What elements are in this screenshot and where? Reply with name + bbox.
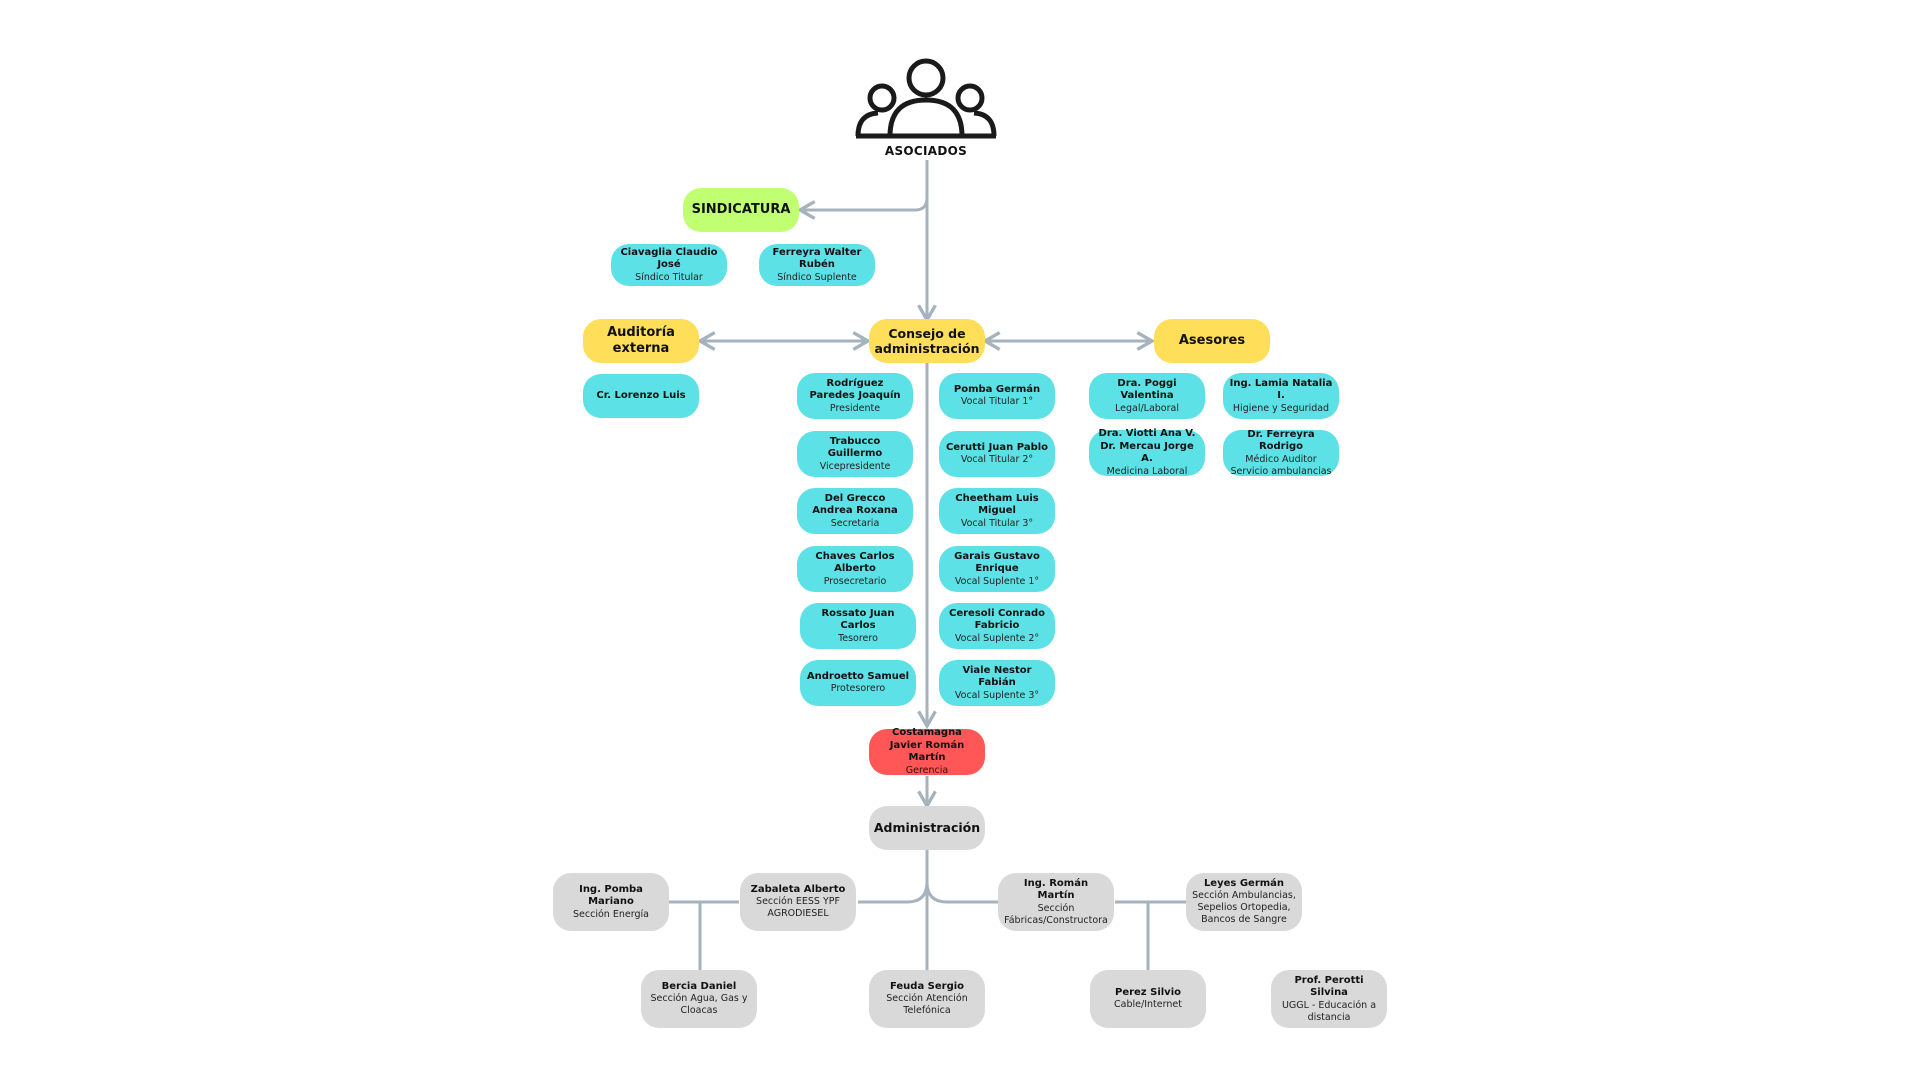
member-name: Androetto Samuel <box>806 670 910 682</box>
member-name: Feuda Sergio <box>889 980 965 992</box>
member-role: Vocal Titular 2° <box>960 454 1034 466</box>
member-name: Dra. Poggi Valentina <box>1117 377 1177 402</box>
member-role: Sección Ambulancias, Sepelios Ortopedia,… <box>1192 890 1296 926</box>
member-role: Síndico Suplente <box>777 271 857 283</box>
asesor-node[interactable]: Dra. Poggi Valentina Legal/Laboral <box>1089 373 1205 419</box>
asesor-node[interactable]: Dra. Viotti Ana V. Dr. Mercau Jorge A. M… <box>1089 428 1205 477</box>
member-name: Chaves Carlos Alberto <box>815 550 895 575</box>
member-name: Cr. Lorenzo Luis <box>596 389 686 401</box>
member-role: Médico Auditor Servicio ambulancias <box>1230 453 1332 477</box>
gerencia-node[interactable]: Costamagna Javier Román Martín Gerencia <box>869 727 985 776</box>
member-role: Vocal Suplente 3° <box>954 689 1040 701</box>
sindico-suplente-node[interactable]: Ferreyra Walter Rubén Síndico Suplente <box>759 244 875 286</box>
line-to-sindicatura <box>796 197 929 220</box>
member-name: Cheetham Luis Miguel <box>955 492 1039 517</box>
member-name: Garais Gustavo Enrique <box>954 550 1040 575</box>
member-name: Rossato Juan Carlos <box>821 607 895 632</box>
member-name: Del Grecco Andrea Roxana <box>812 492 898 517</box>
line-admin-left <box>858 881 929 904</box>
people-group-icon <box>855 58 997 139</box>
auditoria-node[interactable]: Auditoría externa <box>583 319 699 363</box>
consejo-node[interactable]: Consejo de administración <box>869 319 985 363</box>
member-name: Leyes Germán <box>1203 877 1285 889</box>
member-role: Cable/Internet <box>1114 999 1182 1011</box>
member-name: Ferreyra Walter Rubén <box>772 246 862 271</box>
member-role: Vocal Titular 1° <box>960 396 1034 408</box>
asesor-node[interactable]: Ing. Lamia Natalia I. Higiene y Segurida… <box>1223 373 1339 419</box>
member-name: Cerutti Juan Pablo <box>945 441 1049 453</box>
member-role: Vocal Suplente 1° <box>954 575 1040 587</box>
consejo-label: Consejo de administración <box>874 326 980 356</box>
asesores-node[interactable]: Asesores <box>1154 319 1270 363</box>
member-name: Perez Silvio <box>1114 986 1181 998</box>
asesores-label: Asesores <box>1178 332 1246 348</box>
auditor-node[interactable]: Cr. Lorenzo Luis <box>583 374 699 418</box>
member-name: Ceresoli Conrado Fabricio <box>948 607 1046 632</box>
member-role: Sección EESS YPF AGRODIESEL <box>756 896 840 920</box>
member-role: Protesorero <box>830 683 886 695</box>
member-name: Ciavaglia Claudio José <box>620 246 718 271</box>
member-name: Prof. Perotti Silvina <box>1294 974 1364 999</box>
member-role: Vocal Titular 3° <box>960 517 1034 529</box>
asociados-label: ASOCIADOS <box>884 144 968 158</box>
member-name: Ing. Pomba Mariano <box>579 883 643 908</box>
member-role: Vicepresidente <box>819 460 891 472</box>
member-name: Rodríguez Paredes Joaquín <box>809 377 901 402</box>
sindicatura-label: SINDICATURA <box>691 201 791 217</box>
member-name: Viale Nestor Fabián <box>962 664 1032 689</box>
member-name: Dra. Viotti Ana V. Dr. Mercau Jorge A. <box>1098 428 1196 465</box>
member-name: Trabucco Guillermo <box>827 435 883 460</box>
member-name: Dr. Ferreyra Rodrigo <box>1247 428 1315 453</box>
sindicatura-node[interactable]: SINDICATURA <box>683 188 799 232</box>
member-role: Sección Fábricas/Constructora <box>1004 902 1108 926</box>
line-admin-right <box>925 881 998 904</box>
administracion-label: Administración <box>873 820 981 836</box>
member-role: Sección Energía <box>573 908 649 920</box>
member-name: Ing. Román Martín <box>1023 877 1089 902</box>
member-role: UGGL - Educación a distancia <box>1281 999 1377 1023</box>
gerente-name: Costamagna Javier Román Martín <box>889 727 965 764</box>
member-role: Medicina Laboral <box>1106 465 1188 477</box>
member-name: Zabaleta Alberto <box>750 883 846 895</box>
member-name: Pomba Germán <box>953 383 1041 395</box>
gerencia-role: Gerencia <box>905 764 949 776</box>
member-name: Bercia Daniel <box>661 980 737 992</box>
member-role: Legal/Laboral <box>1115 402 1179 414</box>
member-role: Síndico Titular <box>635 271 703 283</box>
member-role: Sección Agua, Gas y Cloacas <box>650 993 748 1017</box>
member-role: Secretaria <box>830 517 880 529</box>
administracion-node[interactable]: Administración <box>869 806 985 850</box>
member-role: Presidente <box>829 402 881 414</box>
asesor-node[interactable]: Dr. Ferreyra Rodrigo Médico Auditor Serv… <box>1223 428 1339 477</box>
member-role: Higiene y Seguridad <box>1232 402 1330 414</box>
auditoria-label: Auditoría externa <box>607 324 675 356</box>
member-role: Prosecretario <box>823 575 887 587</box>
member-role: Tesorero <box>838 632 878 644</box>
member-name: Ing. Lamia Natalia I. <box>1229 377 1333 402</box>
member-role: Vocal Suplente 2° <box>954 632 1040 644</box>
sindico-titular-node[interactable]: Ciavaglia Claudio José Síndico Titular <box>611 244 727 286</box>
member-role: Sección Atención Telefónica <box>886 993 968 1017</box>
